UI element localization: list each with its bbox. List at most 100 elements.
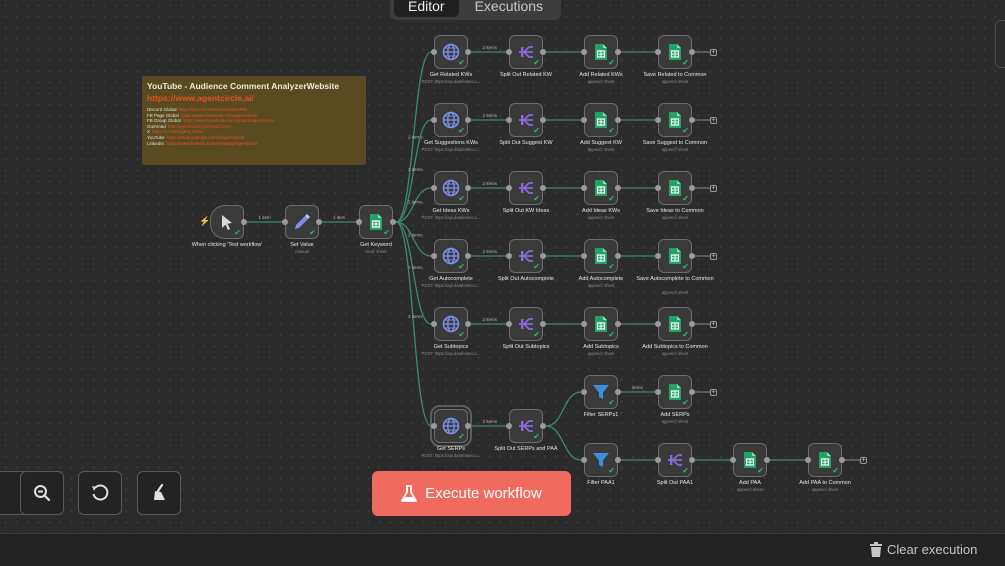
output-port[interactable] — [540, 49, 546, 55]
input-port[interactable] — [506, 423, 512, 429]
node-save-subtopics[interactable]: ✔ — [655, 307, 695, 341]
input-port[interactable] — [431, 423, 437, 429]
output-port[interactable] — [540, 423, 546, 429]
add-node-plus-button[interactable]: + — [860, 456, 867, 464]
note-link-url[interactable]: https://www.linkedin.com/company/agentci… — [166, 140, 258, 146]
output-port[interactable] — [689, 321, 695, 327]
input-port[interactable] — [581, 321, 587, 327]
reset-zoom-button[interactable] — [78, 471, 122, 515]
input-port[interactable] — [431, 253, 437, 259]
output-port[interactable] — [615, 253, 621, 259]
input-port[interactable] — [655, 253, 661, 259]
input-port[interactable] — [581, 49, 587, 55]
output-port[interactable] — [839, 457, 845, 463]
note-link-url[interactable]: https://discord.com/invite/zpR2Pkn — [178, 107, 248, 112]
output-port[interactable] — [241, 219, 247, 225]
connection-line[interactable] — [395, 51, 432, 223]
node-split-paa[interactable]: ✔ — [655, 443, 695, 477]
connection-line[interactable] — [395, 119, 432, 223]
node-get-auto[interactable]: ✔ — [431, 239, 471, 273]
node-set-value[interactable]: ✔ — [282, 205, 322, 239]
input-port[interactable] — [282, 219, 288, 225]
input-port[interactable] — [581, 457, 587, 463]
connection-line[interactable] — [395, 221, 432, 257]
output-port[interactable] — [540, 253, 546, 259]
node-add-subtopics[interactable]: ✔ — [581, 307, 621, 341]
node-get-related[interactable]: ✔ — [431, 35, 471, 69]
output-port[interactable] — [689, 117, 695, 123]
output-port[interactable] — [764, 457, 770, 463]
output-port[interactable] — [615, 117, 621, 123]
input-port[interactable] — [506, 49, 512, 55]
output-port[interactable] — [465, 117, 471, 123]
input-port[interactable] — [581, 253, 587, 259]
input-port[interactable] — [506, 185, 512, 191]
node-add-paa[interactable]: ✔ — [730, 443, 770, 477]
input-port[interactable] — [655, 49, 661, 55]
output-port[interactable] — [540, 321, 546, 327]
node-save-auto[interactable]: ✔ — [655, 239, 695, 273]
add-node-plus-button[interactable]: + — [710, 184, 717, 192]
input-port[interactable] — [655, 321, 661, 327]
output-port[interactable] — [689, 185, 695, 191]
input-port[interactable] — [730, 457, 736, 463]
input-port[interactable] — [581, 117, 587, 123]
node-split-ideas[interactable]: ✔ — [506, 171, 546, 205]
add-node-plus-button[interactable]: + — [710, 252, 717, 260]
input-port[interactable] — [431, 321, 437, 327]
node-add-serps[interactable]: ✔ — [655, 375, 695, 409]
add-node-plus-button[interactable]: + — [710, 320, 717, 328]
node-filter-serps[interactable]: ✔ — [581, 375, 621, 409]
output-port[interactable] — [465, 321, 471, 327]
note-link-url[interactable]: https://www.youtube.com/@agentcircle — [166, 134, 245, 140]
node-get-suggest[interactable]: ✔ — [431, 103, 471, 137]
output-port[interactable] — [615, 457, 621, 463]
node-split-related[interactable]: ✔ — [506, 35, 546, 69]
output-port[interactable] — [465, 185, 471, 191]
input-port[interactable] — [655, 457, 661, 463]
node-add-suggest[interactable]: ✔ — [581, 103, 621, 137]
node-split-serps[interactable]: ✔ — [506, 409, 546, 443]
output-port[interactable] — [689, 457, 695, 463]
output-port[interactable] — [316, 219, 322, 225]
node-split-subtopics[interactable]: ✔ — [506, 307, 546, 341]
input-port[interactable] — [431, 185, 437, 191]
clear-execution-button[interactable]: Clear execution — [869, 542, 977, 557]
node-save-ideas[interactable]: ✔ — [655, 171, 695, 205]
output-port[interactable] — [465, 49, 471, 55]
side-panel-toggle[interactable] — [995, 20, 1005, 68]
zoom-out-button[interactable] — [20, 471, 64, 515]
input-port[interactable] — [655, 185, 661, 191]
input-port[interactable] — [581, 185, 587, 191]
add-node-plus-button[interactable]: + — [710, 388, 717, 396]
output-port[interactable] — [615, 49, 621, 55]
node-add-ideas[interactable]: ✔ — [581, 171, 621, 205]
node-get-subtopics[interactable]: ✔ — [431, 307, 471, 341]
node-save-suggest[interactable]: ✔ — [655, 103, 695, 137]
input-port[interactable] — [431, 49, 437, 55]
input-port[interactable] — [506, 253, 512, 259]
output-port[interactable] — [689, 253, 695, 259]
output-port[interactable] — [540, 185, 546, 191]
node-filter-paa[interactable]: ✔ — [581, 443, 621, 477]
output-port[interactable] — [615, 185, 621, 191]
execute-workflow-button[interactable]: Execute workflow — [372, 471, 571, 516]
node-add-auto[interactable]: ✔ — [581, 239, 621, 273]
input-port[interactable] — [655, 389, 661, 395]
tab-editor[interactable]: Editor — [394, 0, 459, 17]
node-get-keyword[interactable]: ✔ — [356, 205, 396, 239]
tab-executions[interactable]: Executions — [474, 0, 544, 14]
note-url[interactable]: https://www.agentcircle.ai/ — [147, 93, 254, 103]
note-link-url[interactable]: https://www.facebook.com/agentcircle/ — [180, 112, 258, 118]
input-port[interactable] — [356, 219, 362, 225]
note-link-url[interactable]: https://x.com/agent_circle — [152, 129, 204, 135]
note-link-url[interactable]: http://agentcircle.gumroad.com/ — [167, 123, 231, 129]
node-get-ideas[interactable]: ✔ — [431, 171, 471, 205]
connection-line[interactable] — [545, 425, 582, 461]
node-save-related[interactable]: ✔ — [655, 35, 695, 69]
connection-line[interactable] — [395, 221, 432, 427]
output-port[interactable] — [540, 117, 546, 123]
input-port[interactable] — [506, 117, 512, 123]
output-port[interactable] — [689, 389, 695, 395]
